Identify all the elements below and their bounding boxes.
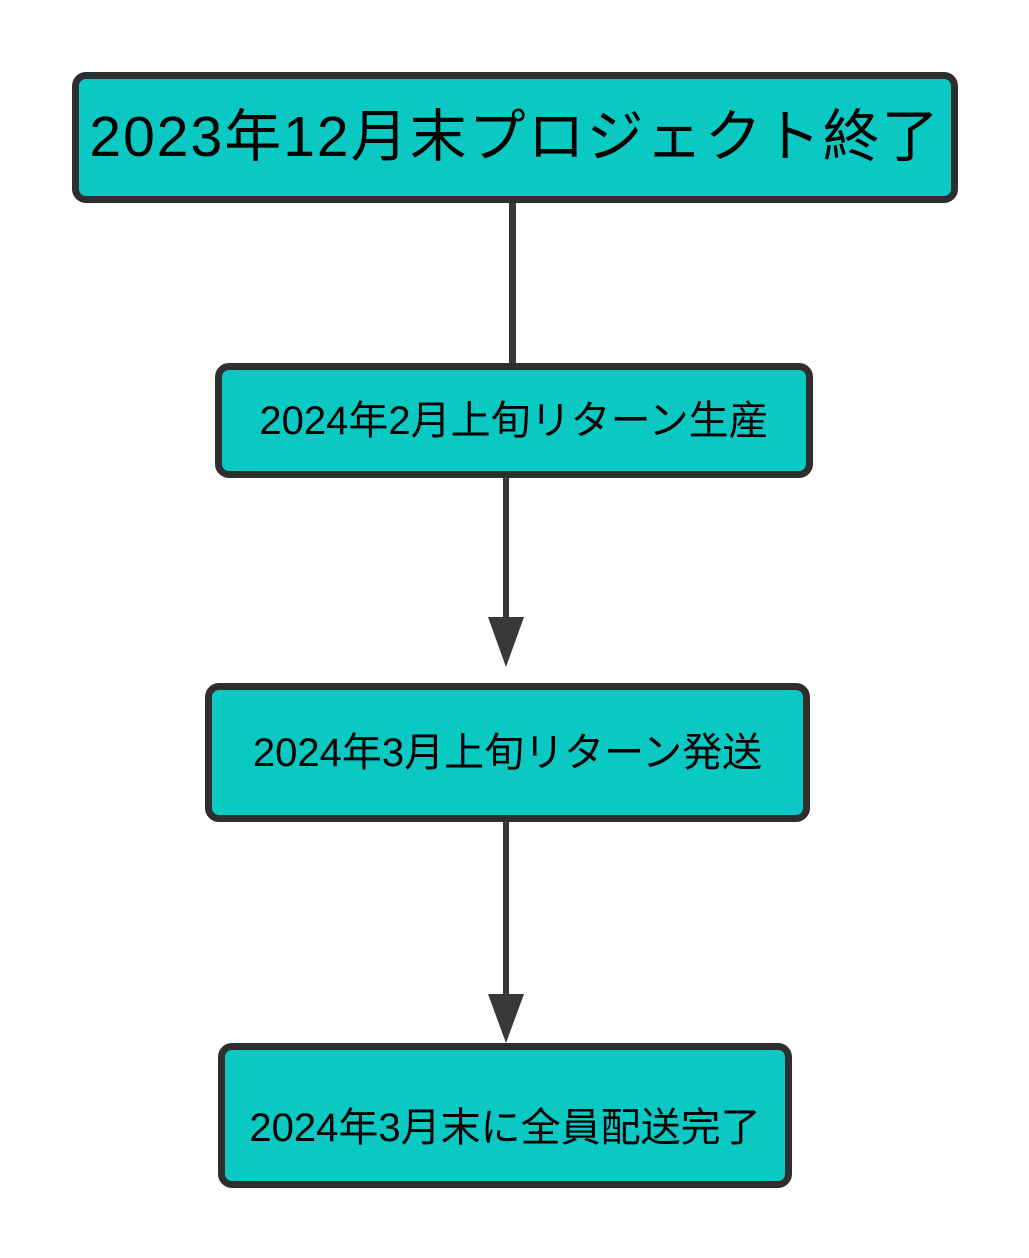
connector-line-3 — [503, 821, 509, 1000]
flow-node-return-production: 2024年2月上旬リターン生産 — [215, 363, 813, 478]
flow-node-return-shipping: 2024年3月上旬リターン発送 — [205, 683, 810, 822]
arrowhead-down-icon — [488, 994, 524, 1043]
flow-node-project-end: 2023年12月末プロジェクト終了 — [72, 72, 958, 203]
arrowhead-down-icon — [488, 617, 524, 667]
connector-line-2 — [503, 477, 509, 620]
flow-node-delivery-complete: 2024年3月末に全員配送完了 — [218, 1043, 792, 1188]
connector-line-1 — [509, 203, 516, 364]
